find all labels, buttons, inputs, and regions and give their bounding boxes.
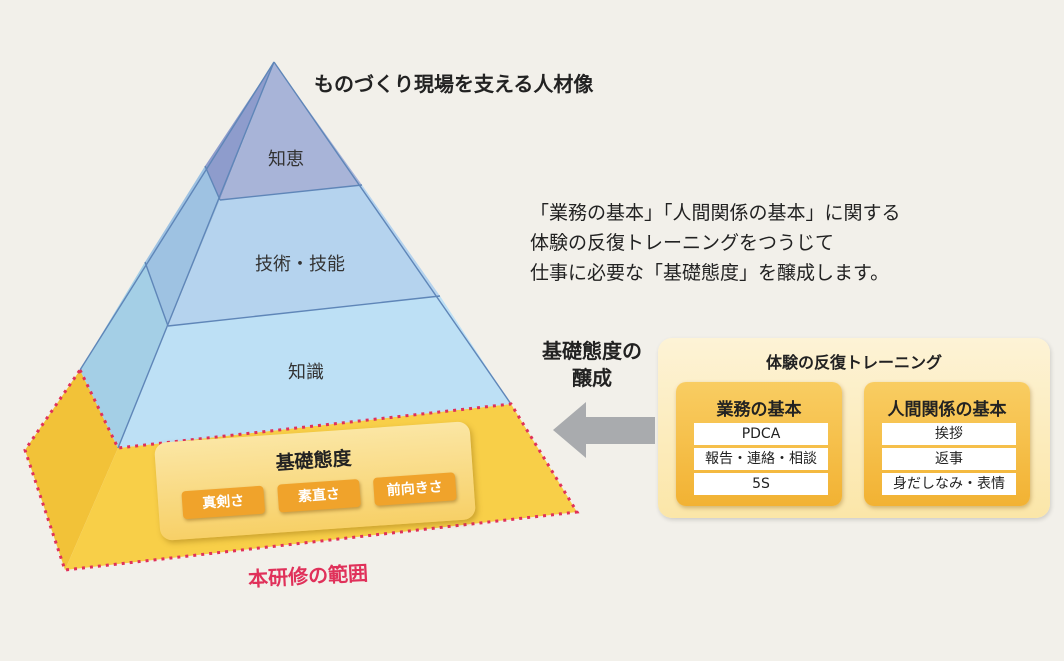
category-items: 挨拶 返事 身だしなみ・表情 [882, 423, 1016, 498]
level-wisdom-side [205, 62, 274, 200]
foundation-item: 前向きさ [372, 472, 457, 506]
intro-text: 「業務の基本」「人間関係の基本」に関する 体験の反復トレーニングをつうじて 仕事… [530, 198, 901, 288]
level-skills-side [145, 166, 220, 326]
category-item: 報告・連絡・相談 [694, 448, 828, 470]
level-knowledge-front [118, 296, 511, 448]
pyramid-title: ものづくり現場を支える人材像 [314, 72, 594, 96]
level-label-knowledge: 知識 [288, 362, 324, 383]
level-wisdom-front [220, 62, 362, 200]
arrow-caption-line: 醸成 [572, 366, 612, 390]
category-item: 返事 [882, 448, 1016, 470]
foundation-left-face [25, 370, 118, 570]
training-title: 体験の反復トレーニング [765, 353, 942, 372]
level-knowledge-side [80, 262, 168, 448]
level-label-wisdom: 知恵 [268, 149, 304, 170]
category-items: PDCA 報告・連絡・相談 5S [694, 423, 828, 498]
category-business-basics: 業務の基本 PDCA 報告・連絡・相談 5S [676, 382, 842, 506]
level-skills-front [168, 185, 440, 326]
arrow-caption-line: 基礎態度の [542, 339, 642, 363]
foundation-item: 素直さ [277, 478, 361, 513]
intro-line: 仕事に必要な「基礎態度」を醸成します。 [530, 262, 890, 284]
pyramid-edges [79, 61, 512, 449]
intro-line: 体験の反復トレーニングをつうじて [530, 232, 835, 254]
category-relationship-basics: 人間関係の基本 挨拶 返事 身だしなみ・表情 [864, 382, 1030, 506]
arrow-left-icon [553, 402, 655, 458]
training-scope-outline [23, 367, 580, 572]
category-item: 身だしなみ・表情 [882, 473, 1016, 495]
intro-line: 「業務の基本」「人間関係の基本」に関する [530, 202, 901, 224]
foundation-item: 真剣さ [181, 485, 266, 520]
category-item: 挨拶 [882, 423, 1016, 445]
arrow-caption: 基礎態度の 醸成 [528, 338, 656, 392]
category-item: 5S [694, 473, 828, 495]
category-title: 人間関係の基本 [887, 400, 1007, 420]
category-item: PDCA [694, 423, 828, 445]
category-title: 業務の基本 [716, 400, 802, 420]
training-box: 体験の反復トレーニング 業務の基本 PDCA 報告・連絡・相談 5S 人間関係の… [658, 338, 1050, 518]
level-label-skills: 技術・技能 [255, 254, 345, 275]
